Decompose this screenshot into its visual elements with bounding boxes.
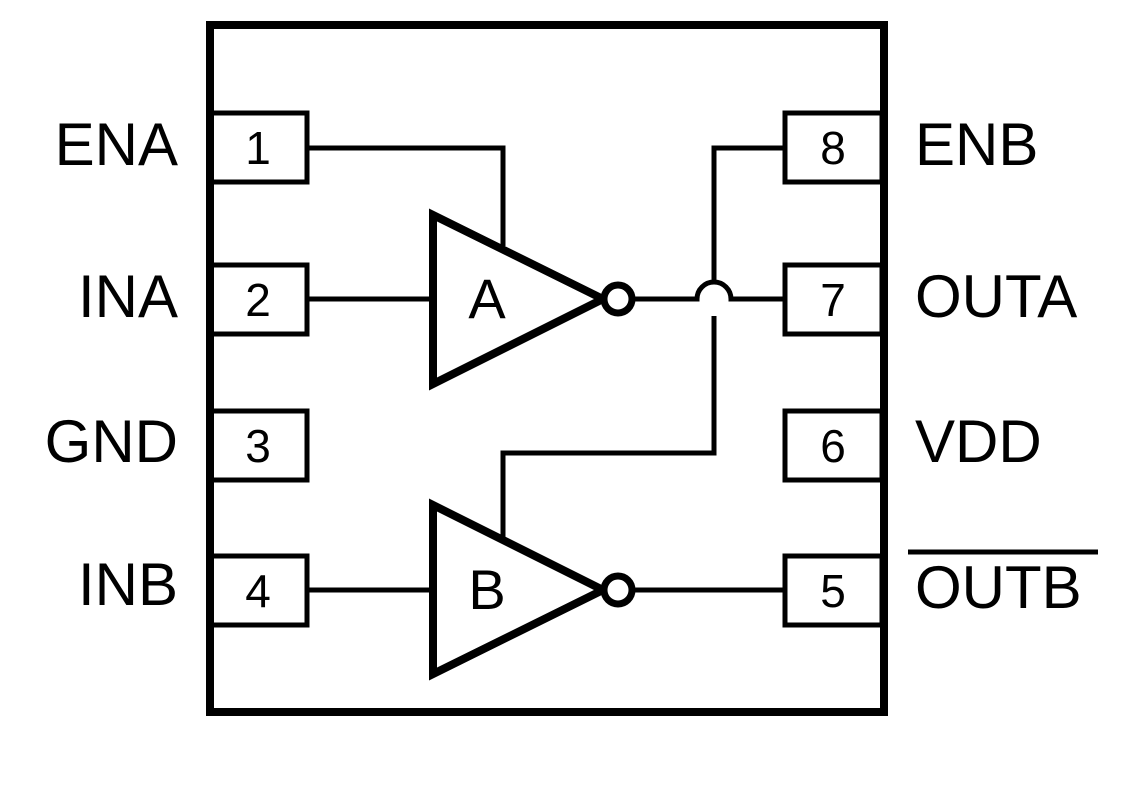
gate-a-label: A [468,267,506,330]
wire-enb-top [711,145,785,282]
pin-4-number: 4 [245,565,271,617]
gate-a-inversion-bubble [600,281,636,317]
pin-8: 8 [782,110,885,185]
pin-3-name: GND [45,408,178,475]
pin-3: 3 [207,408,310,483]
pin-1: 1 [207,110,310,185]
pin-4-name: INB [78,551,178,618]
pin-1-number: 1 [245,122,271,174]
pin-6-number: 6 [820,420,846,472]
wires [307,145,785,593]
pin-7: 7 [782,262,885,337]
pin-5: 5 [782,553,885,628]
pin-6: 6 [782,408,885,483]
gate-b-triangle [429,498,612,681]
pin-2-number: 2 [245,274,271,326]
package-body [206,21,888,716]
pin-7-name: OUTA [915,263,1077,330]
pin-4: 4 [207,553,310,628]
pin-8-number: 8 [820,122,846,174]
pin-3-number: 3 [245,420,271,472]
pin-1-name: ENA [55,111,178,178]
wire-enb-bottom [500,316,717,538]
pin-2-name: INA [78,263,178,330]
pin-6-name: VDD [915,408,1042,475]
pin-8-name: ENB [915,111,1038,178]
gate-b: B [429,498,636,681]
wire-outa [633,279,785,302]
pin-6-box [782,408,885,483]
pin-7-number: 7 [820,274,846,326]
wire-ena [307,145,506,246]
gate-b-label: B [468,558,505,621]
pin-5-name: OUTB [915,554,1082,621]
gate-b-inversion-bubble [600,572,636,608]
gate-a-triangle [429,208,612,391]
gate-a: A [429,208,636,391]
pin-2: 2 [207,262,310,337]
pin-3-box [207,408,310,483]
pin-5-number: 5 [820,565,846,617]
